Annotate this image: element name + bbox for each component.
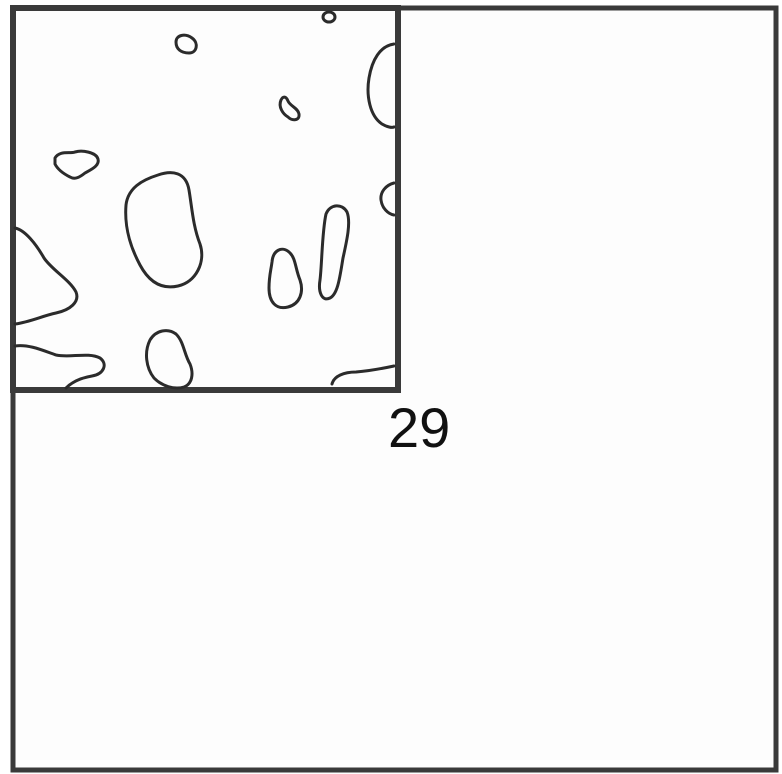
inset-frame xyxy=(13,8,398,390)
inset-label: 29 xyxy=(388,396,450,459)
